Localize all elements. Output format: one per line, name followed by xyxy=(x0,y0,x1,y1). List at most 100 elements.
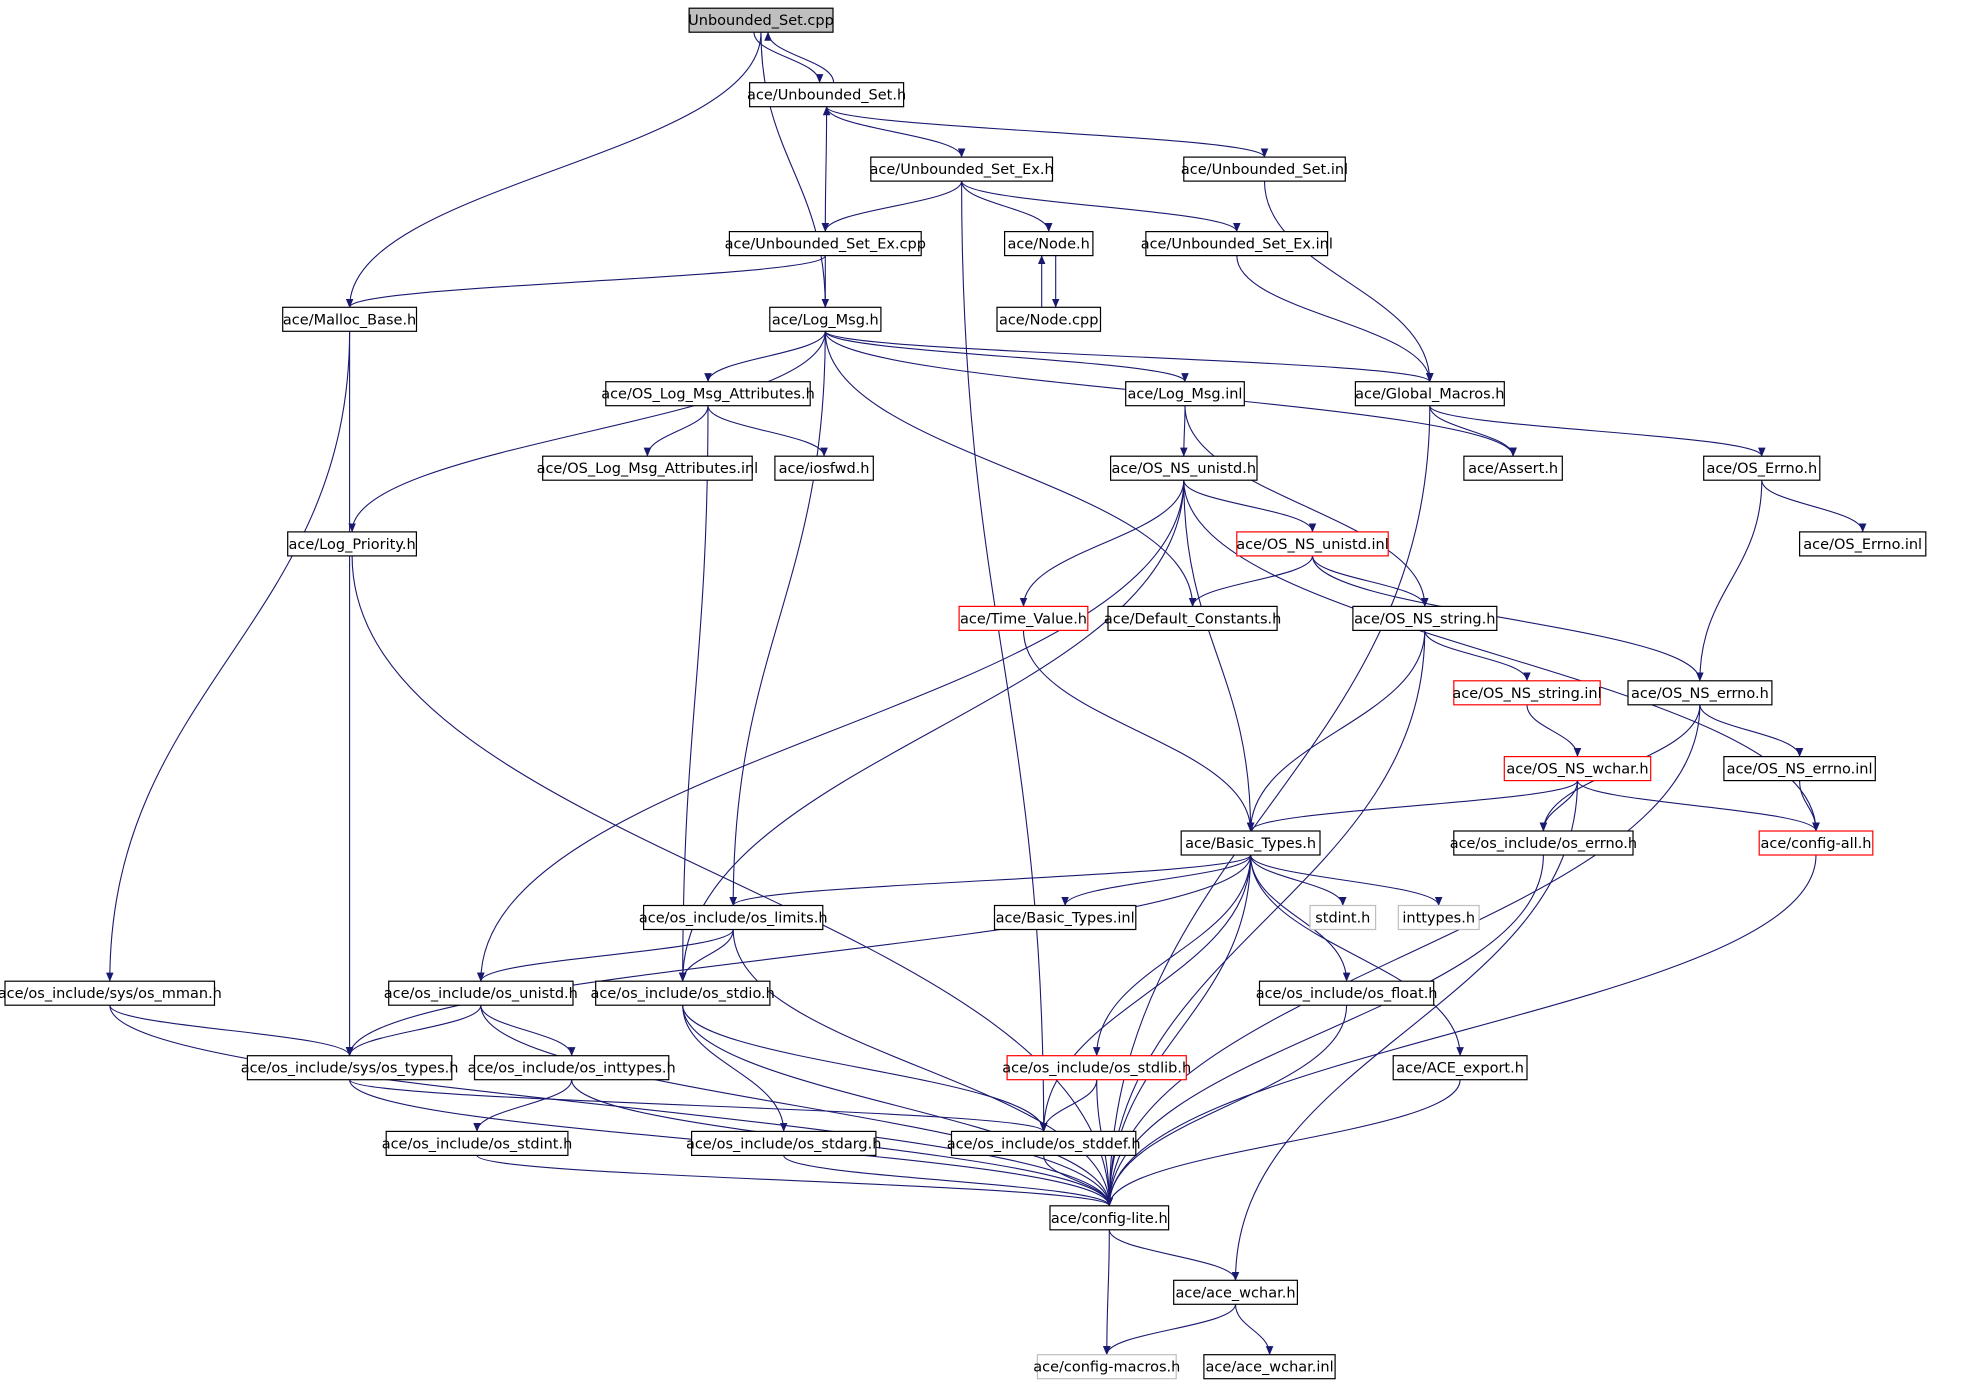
node-os-include-os-stdlib-h[interactable]: ace/os_include/os_stdlib.h xyxy=(1002,1055,1191,1081)
node-label: ace/Node.cpp xyxy=(999,312,1099,328)
node-os-ns-unistd-h[interactable]: ace/OS_NS_unistd.h xyxy=(1109,455,1258,481)
node-label: ace/Malloc_Base.h xyxy=(283,312,416,328)
node-stdint-h[interactable]: stdint.h xyxy=(1309,904,1377,931)
node-ace-export-h[interactable]: ace/ACE_export.h xyxy=(1392,1055,1528,1081)
node-box xyxy=(1463,455,1563,481)
node-basic-types-inl[interactable]: ace/Basic_Types.inl xyxy=(993,904,1137,931)
node-os-ns-string-h[interactable]: ace/OS_NS_string.h xyxy=(1352,605,1498,632)
node-label: ace/Unbounded_Set_Ex.h xyxy=(870,162,1054,178)
edge-log-msg-h-to-os-include-os-limits-h xyxy=(729,331,826,906)
edge-os-ns-string-h-to-basic-types-h xyxy=(1246,630,1426,832)
node-malloc-base-h[interactable]: ace/Malloc_Base.h xyxy=(282,306,418,332)
node-os-include-os-errno-h[interactable]: ace/os_include/os_errno.h xyxy=(1450,830,1637,856)
node-ace-wchar-h[interactable]: ace/ace_wchar.h xyxy=(1173,1279,1298,1305)
edge-basic-types-h-to-os-include-os-stdlib-h xyxy=(1092,854,1252,1057)
edge-os-ns-wchar-h-to-os-include-os-errno-h xyxy=(1539,780,1579,832)
node-os-ns-errno-h[interactable]: ace/OS_NS_errno.h xyxy=(1627,680,1773,706)
node-box xyxy=(769,306,882,332)
node-box xyxy=(246,1055,453,1081)
node-label: ace/os_include/os_stdio.h xyxy=(591,986,775,1002)
node-os-include-os-stdarg-h[interactable]: ace/os_include/os_stdarg.h xyxy=(686,1130,881,1157)
node-basic-types-h[interactable]: ace/Basic_Types.h xyxy=(1180,830,1321,856)
node-os-ns-errno-inl[interactable]: ace/OS_NS_errno.inl xyxy=(1723,755,1876,782)
node-box xyxy=(1049,1205,1170,1231)
node-box xyxy=(385,1130,569,1157)
node-label: ace/Unbounded_Set_Ex.inl xyxy=(1141,237,1333,253)
node-config-all-h[interactable]: ace/config-all.h xyxy=(1758,830,1874,856)
node-os-include-os-float-h[interactable]: ace/os_include/os_float.h xyxy=(1256,980,1438,1006)
node-global-macros-h[interactable]: ace/Global_Macros.h xyxy=(1354,381,1505,407)
node-box xyxy=(1203,1354,1336,1380)
edge-os-include-os-stddef-h-to-config-lite-h xyxy=(1043,1155,1114,1207)
node-node-h[interactable]: ace/Node.h xyxy=(1003,231,1094,257)
node-os-include-os-limits-h[interactable]: ace/os_include/os_limits.h xyxy=(639,904,828,931)
edge-os-include-os-stdio-h-to-os-include-os-stddef-h xyxy=(682,1005,1048,1132)
node-os-include-os-inttypes-h[interactable]: ace/os_include/os_inttypes.h xyxy=(468,1055,676,1081)
node-box xyxy=(1180,830,1321,856)
node-os-errno-h[interactable]: ace/OS_Errno.h xyxy=(1703,455,1821,481)
edge-basic-types-h-to-os-include-sys-os-types-h xyxy=(345,854,1252,1057)
node-os-ns-string-inl[interactable]: ace/OS_NS_string.inl xyxy=(1452,680,1602,706)
node-assert-h[interactable]: ace/Assert.h xyxy=(1463,455,1563,481)
node-box xyxy=(1627,680,1773,706)
edge-unbounded-set-cpp-to-unbounded-set-h xyxy=(753,32,824,84)
edge-os-ns-unistd-inl-to-default-constants-h xyxy=(1188,555,1314,607)
edge-unbounded-set-cpp-to-log-msg-h xyxy=(760,32,830,308)
node-os-errno-inl[interactable]: ace/OS_Errno.inl xyxy=(1798,531,1927,557)
node-box xyxy=(993,904,1137,931)
edge-os-errno-h-to-os-errno-inl xyxy=(1761,480,1867,533)
node-os-include-os-stddef-h[interactable]: ace/os_include/os_stddef.h xyxy=(947,1130,1141,1157)
edge-os-include-os-unistd-h-to-os-include-sys-os-types-h xyxy=(345,1005,482,1057)
edge-os-include-os-stdio-h-to-config-lite-h xyxy=(682,1005,1114,1207)
node-node-cpp[interactable]: ace/Node.cpp xyxy=(996,306,1102,332)
node-box xyxy=(690,1130,877,1157)
edge-os-include-os-stdint-h-to-config-lite-h xyxy=(476,1154,1113,1207)
node-label: ace/config-macros.h xyxy=(1033,1360,1180,1376)
node-label: ace/os_include/os_stddef.h xyxy=(947,1136,1141,1152)
node-unbounded-set-h[interactable]: ace/Unbounded_Set.h xyxy=(747,82,906,108)
node-default-constants-h[interactable]: ace/Default_Constants.h xyxy=(1104,605,1281,632)
edge-os-ns-errno-h-to-config-lite-h xyxy=(1105,704,1701,1207)
node-os-include-os-stdint-h[interactable]: ace/os_include/os_stdint.h xyxy=(382,1130,573,1157)
node-unbounded-set-ex-cpp[interactable]: ace/Unbounded_Set_Ex.cpp xyxy=(725,231,926,257)
node-os-log-msg-attributes-h[interactable]: ace/OS_Log_Msg_Attributes.h xyxy=(601,381,815,407)
node-os-ns-wchar-h[interactable]: ace/OS_NS_wchar.h xyxy=(1503,755,1652,782)
edge-unbounded-set-h-to-unbounded-set-cpp xyxy=(764,31,835,83)
edge-ace-export-h-to-config-lite-h xyxy=(1105,1079,1461,1207)
node-log-msg-inl[interactable]: ace/Log_Msg.inl xyxy=(1125,381,1245,407)
node-label: ace/os_include/os_float.h xyxy=(1256,986,1438,1002)
node-os-include-os-unistd-h[interactable]: ace/os_include/os_unistd.h xyxy=(384,980,578,1006)
edge-basic-types-h-to-os-include-os-stddef-h xyxy=(1039,854,1252,1132)
edge-basic-types-h-to-ace-export-h xyxy=(1250,854,1464,1057)
node-os-include-sys-os-mman-h[interactable]: ace/os_include/sys/os_mman.h xyxy=(0,980,222,1006)
node-iosfwd-h[interactable]: ace/iosfwd.h xyxy=(774,455,874,481)
edge-os-errno-h-to-os-ns-errno-h xyxy=(1696,480,1763,682)
node-config-lite-h[interactable]: ace/config-lite.h xyxy=(1049,1205,1170,1231)
node-os-include-os-stdio-h[interactable]: ace/os_include/os_stdio.h xyxy=(591,980,775,1006)
node-unbounded-set-ex-h[interactable]: ace/Unbounded_Set_Ex.h xyxy=(870,156,1054,182)
node-label: ace/os_include/os_errno.h xyxy=(1450,836,1637,852)
edge-global-macros-h-to-assert-h xyxy=(1429,405,1517,457)
edge-config-lite-h-to-ace-wchar-h xyxy=(1108,1229,1240,1281)
node-log-msg-h[interactable]: ace/Log_Msg.h xyxy=(769,306,882,332)
node-unbounded-set-cpp[interactable]: Unbounded_Set.cpp xyxy=(688,7,834,33)
node-inttypes-h[interactable]: inttypes.h xyxy=(1397,904,1480,931)
node-config-macros-h[interactable]: ace/config-macros.h xyxy=(1033,1354,1180,1380)
node-log-priority-h[interactable]: ace/Log_Priority.h xyxy=(287,531,418,557)
node-label: ace/Log_Msg.h xyxy=(772,312,879,328)
node-unbounded-set-inl[interactable]: ace/Unbounded_Set.inl xyxy=(1181,156,1348,182)
node-box xyxy=(388,980,574,1006)
node-time-value-h[interactable]: ace/Time_Value.h xyxy=(958,605,1089,632)
node-os-include-sys-os-types-h[interactable]: ace/os_include/sys/os_types.h xyxy=(241,1055,459,1081)
node-label: ace/OS_Log_Msg_Attributes.h xyxy=(601,387,815,403)
node-os-log-msg-attributes-inl[interactable]: ace/OS_Log_Msg_Attributes.inl xyxy=(537,455,759,481)
edge-os-ns-unistd-h-to-basic-types-h xyxy=(1183,480,1255,832)
node-os-ns-unistd-inl[interactable]: ace/OS_NS_unistd.inl xyxy=(1236,531,1389,557)
node-ace-wchar-inl[interactable]: ace/ace_wchar.inl xyxy=(1203,1354,1336,1380)
node-unbounded-set-ex-inl[interactable]: ace/Unbounded_Set_Ex.inl xyxy=(1141,231,1333,257)
edge-basic-types-h-to-inttypes-h xyxy=(1250,854,1443,906)
edge-unbounded-set-ex-h-to-unbounded-set-ex-inl xyxy=(961,180,1241,233)
edge-os-ns-unistd-h-to-time-value-h xyxy=(1019,480,1185,607)
node-box xyxy=(950,1130,1137,1157)
node-box xyxy=(1758,830,1874,856)
